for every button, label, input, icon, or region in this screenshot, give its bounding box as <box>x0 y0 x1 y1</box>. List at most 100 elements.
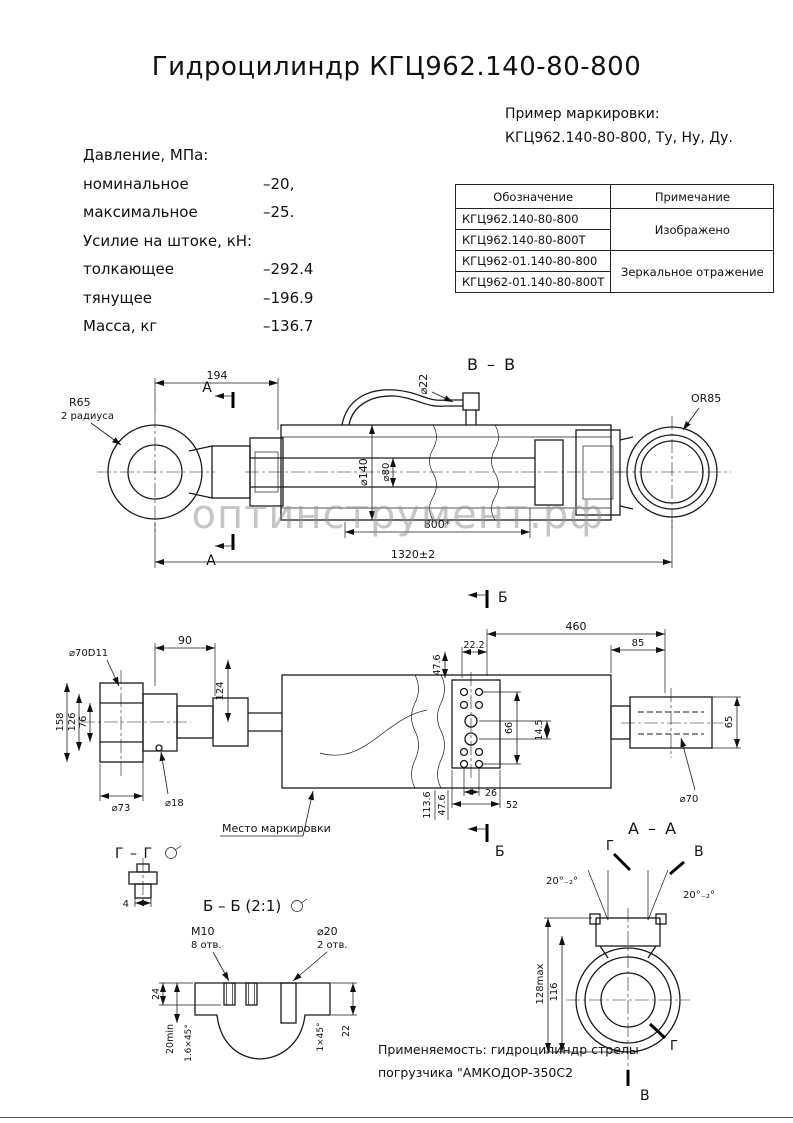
dim-52: 52 <box>506 800 518 811</box>
section-mark-a-bottom: А <box>206 553 216 569</box>
section-gg-view: Г – Г 4 <box>115 845 182 910</box>
rotation-symbol-icon <box>165 847 177 859</box>
spec-push-label: толкающее <box>83 260 174 278</box>
dim-d80: ⌀80 <box>381 463 392 482</box>
spec-list: Давление, МПа: номинальное –20, максимал… <box>83 141 313 341</box>
table-row: КГЦ962-01.140-80-800 Зеркальное отражени… <box>454 250 775 293</box>
dim-113-6: 113.6 <box>422 791 433 818</box>
dim-116: 116 <box>549 982 560 1001</box>
spec-max-value: –25. <box>263 203 295 221</box>
spec-nominal-label: номинальное <box>83 174 189 193</box>
cut-mark-v-top: В <box>694 844 704 860</box>
cut-mark-g-bottom: Г <box>670 1039 678 1054</box>
section-label-vv: В – В <box>467 355 517 374</box>
section-aa-label: А – А <box>628 819 678 838</box>
port-block-section <box>194 982 331 1060</box>
main-dimensions: В – В 194 R65 2 радиуса ⌀22 OR85 ⌀140 ⌀8… <box>61 355 721 608</box>
cylinder-barrel-geometry <box>245 424 623 521</box>
dim-4: 4 <box>123 899 129 910</box>
page-title: Гидроцилиндр КГЦ962.140-80-800 <box>151 52 642 82</box>
section-aa-view: А – А Г В 20°₋₂° 20°₋₂° 128max 116 <box>535 819 715 1104</box>
code-3: КГЦ962-01.140-80-800 <box>454 250 612 272</box>
table-header-row: Обозначение Примечание <box>454 184 775 209</box>
dim-126: 126 <box>67 712 78 731</box>
spec-mass-label: Масса, кг <box>83 317 158 335</box>
dim-24: 24 <box>151 988 162 1000</box>
dim-d18: ⌀18 <box>165 798 184 809</box>
dim-22-2: 22.2 <box>463 640 484 651</box>
note-mirror: Зеркальное отражение <box>610 250 775 293</box>
cut-mark-g-top: Г <box>606 839 614 854</box>
radius-r65-note: 2 радиуса <box>61 411 114 422</box>
dim-22: 22 <box>341 1025 352 1037</box>
spec-max-label: максимальное <box>83 203 198 221</box>
right-eye-geometry <box>615 416 731 530</box>
section-mark-b-bottom: Б <box>495 844 505 860</box>
chamfer-1: 1×45° <box>316 1022 326 1051</box>
table-row: КГЦ962-01.140-80-800Т <box>454 271 774 293</box>
section-mark-b-top: Б <box>498 590 508 606</box>
radius-r65: R65 <box>69 396 91 409</box>
section-mark-a-top: А <box>202 380 212 396</box>
dim-d70: ⌀70 <box>680 794 699 805</box>
dim-194: 194 <box>207 369 228 382</box>
hose-geometry <box>341 389 480 426</box>
main-section-view: В – В 194 R65 2 радиуса ⌀22 OR85 ⌀140 ⌀8… <box>61 355 731 608</box>
spec-force-header: Усилие на штоке, кН: <box>83 231 253 250</box>
marking-place-label: Место маркировки <box>222 822 331 835</box>
dim-124: 124 <box>215 681 226 700</box>
dim-d140: ⌀140 <box>357 458 370 486</box>
designation-table: Обозначение Примечание КГЦ962.140-80-800… <box>454 184 775 293</box>
port-d20-count: 2 отв. <box>317 940 348 951</box>
dim-66: 66 <box>504 722 515 734</box>
plan-right-eye-geometry <box>610 688 723 758</box>
port-d20-label: ⌀20 <box>317 925 338 938</box>
thread-m10-count: 8 отв. <box>191 940 222 951</box>
note-shown: Изображено <box>610 208 775 251</box>
dim-76: 76 <box>78 716 89 729</box>
angle-right: 20°₋₂° <box>683 890 715 901</box>
grease-fitting-section <box>128 858 158 906</box>
spec-pressure-header: Давление, МПа: <box>83 146 209 164</box>
dim-26: 26 <box>485 788 497 799</box>
table-row: КГЦ962.140-80-800Т <box>454 229 774 251</box>
dim-65: 65 <box>724 716 735 729</box>
dim-14-5: 14.5 <box>534 719 545 740</box>
col-note: Примечание <box>610 184 775 209</box>
plan-view: 460 85 22.2 47.6 90 124 158 126 76 ⌀70D1… <box>55 620 741 860</box>
spec-mass-value: –136.7 <box>263 317 314 335</box>
code-4: КГЦ962-01.140-80-800Т <box>454 271 612 293</box>
dim-d22: ⌀22 <box>417 374 430 395</box>
application-note: Применяемость: гидроцилиндр стрелы погру… <box>378 1038 639 1084</box>
dim-47-6-top: 47.6 <box>432 654 443 675</box>
marking-value: КГЦ962.140-80-800, Ту, Ну, Ду. <box>505 130 733 146</box>
sheet-frame-line <box>0 1117 793 1118</box>
table-row: КГЦ962.140-80-800 Изображено <box>454 208 775 251</box>
section-bb-view: Б – Б (2:1) М10 8 отв. ⌀20 2 отв. 24 20m… <box>151 897 357 1062</box>
left-eye-geometry <box>97 414 284 532</box>
application-line-1: Применяемость: гидроцилиндр стрелы <box>378 1042 639 1057</box>
plan-barrel-geometry <box>281 672 612 789</box>
dim-90: 90 <box>178 634 192 647</box>
rotation-symbol-icon <box>291 900 303 912</box>
application-line-2: погрузчика "АМКОДОР-350С2 <box>378 1065 574 1080</box>
chamfer-1-6: 1.6×45° <box>184 1024 194 1062</box>
plan-dimensions: 460 85 22.2 47.6 90 124 158 126 76 ⌀70D1… <box>55 620 741 860</box>
marking-example: Пример маркировки: КГЦ962.140-80-800, Ту… <box>505 102 733 150</box>
dim-d70d11: ⌀70D11 <box>69 648 108 659</box>
dim-d73: ⌀73 <box>112 803 131 814</box>
cut-mark-v-bottom: В <box>640 1088 650 1104</box>
thread-m10-label: М10 <box>191 925 215 938</box>
spec-pull-value: –196.9 <box>263 288 314 307</box>
angle-left: 20°₋₂° <box>546 876 578 887</box>
code-2: КГЦ962.140-80-800Т <box>454 229 612 251</box>
plan-left-eye-geometry <box>81 670 282 776</box>
spec-pull-label: тянущее <box>83 288 153 307</box>
section-bb-label: Б – Б (2:1) <box>203 897 281 915</box>
dim-47-6-bottom: 47.6 <box>437 794 448 815</box>
dim-20min: 20min <box>165 1024 176 1054</box>
spec-nominal-value: –20, <box>263 174 295 193</box>
rod-eye-front-geometry <box>566 869 690 1074</box>
dim-total-length: 1320±2 <box>391 548 435 561</box>
